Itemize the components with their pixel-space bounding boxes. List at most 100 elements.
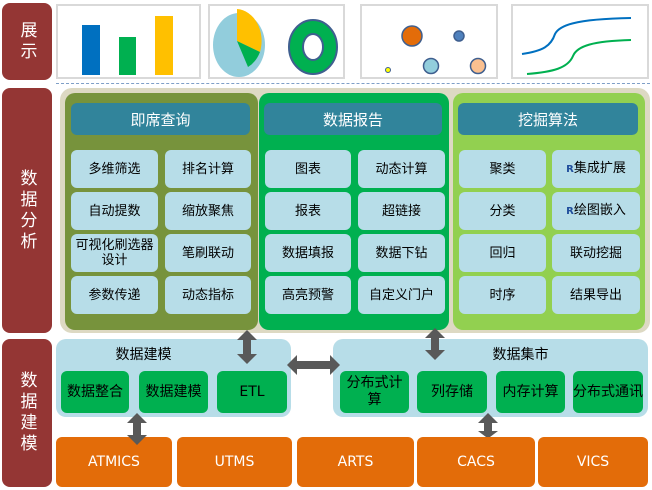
source-system: ATMICS [56, 437, 172, 487]
feature-text: 自定义门户 [368, 287, 434, 303]
feature-label: 图表 [295, 162, 321, 177]
header-adhoc-query: 即席查询 [71, 103, 250, 135]
feature-label: 数据填报 [282, 246, 334, 261]
source-system: UTMS [177, 437, 292, 487]
feature-text: 笔刷联动 [181, 245, 234, 261]
feature-text: 缩放聚焦 [181, 203, 234, 219]
feature-text: 结果导出 [569, 287, 622, 303]
bar-chart-thumbnail [56, 4, 201, 79]
modeling-item: ETL [217, 371, 287, 413]
data-mart-title: 数据集市 [492, 347, 549, 363]
feature-cell: 排名计算 [165, 150, 251, 188]
mart-item: 列存储 [417, 371, 487, 413]
feature-cell: 动态计算 [358, 150, 445, 188]
feature-text: 集成扩展 [573, 161, 626, 176]
feature-label: 笔刷联动 [182, 246, 234, 261]
double-arrow-icon [237, 330, 257, 364]
feature-text: 动态计算 [375, 161, 428, 177]
feature-text: 报表 [294, 203, 321, 219]
feature-label: 联动挖掘 [570, 246, 622, 261]
feature-cell: 时序 [459, 276, 546, 314]
feature-text: 高亮预警 [281, 287, 334, 303]
feature-label: 时序 [489, 288, 515, 303]
feature-label: 结果导出 [570, 288, 622, 303]
feature-label: 分类 [489, 204, 515, 219]
feature-label: 动态计算 [375, 162, 427, 177]
feature-label: 动态指标 [182, 288, 234, 303]
feature-text: 动态指标 [181, 287, 234, 303]
mart-item: 分布式通讯 [573, 371, 643, 413]
feature-text: 联动挖掘 [569, 245, 622, 261]
feature-text: 自动提数 [88, 203, 141, 219]
feature-label: 自动提数 [88, 204, 140, 219]
feature-label: R绘图嵌入 [566, 203, 626, 219]
feature-cell: 联动挖掘 [552, 234, 640, 272]
feature-text: 参数传递 [88, 287, 141, 303]
modeling-item: 数据整合 [61, 371, 129, 413]
bubble-chart-thumbnail [360, 4, 498, 79]
feature-label: 超链接 [382, 204, 421, 219]
feature-text: 排名计算 [181, 161, 234, 177]
mart-item: 分布式计算 [340, 371, 409, 413]
r-prefix: R [566, 206, 574, 217]
feature-cell: 可视化刷选器设计 [71, 234, 158, 272]
feature-cell: 超链接 [358, 192, 445, 230]
feature-label: 自定义门户 [369, 288, 434, 303]
feature-text: 数据填报 [281, 245, 334, 261]
feature-label: R集成扩展 [566, 161, 626, 177]
feature-cell: 多维筛选 [71, 150, 158, 188]
r-prefix: R [566, 164, 574, 175]
feature-label: 可视化刷选器设计 [74, 238, 155, 268]
pie-chart-thumbnail [208, 4, 345, 79]
feature-cell: 动态指标 [165, 276, 251, 314]
layer-label-display: 展示 [2, 3, 52, 80]
feature-cell: 聚类 [459, 150, 546, 188]
header-data-report: 数据报告 [264, 103, 442, 135]
feature-cell: R集成扩展 [552, 150, 640, 188]
feature-text: 回归 [489, 245, 516, 261]
source-system: VICS [538, 437, 648, 487]
layer-label-analysis: 数据分析 [2, 88, 52, 333]
feature-cell: 自动提数 [71, 192, 158, 230]
feature-cell: 高亮预警 [265, 276, 351, 314]
line-chart-thumbnail [511, 4, 649, 79]
double-arrow-icon [478, 413, 498, 437]
double-arrow-icon [287, 355, 340, 375]
feature-label: 高亮预警 [282, 288, 334, 303]
feature-text: 超链接 [381, 203, 421, 219]
feature-text: 图表 [294, 161, 321, 177]
header-mining: 挖掘算法 [458, 103, 638, 135]
source-system: CACS [417, 437, 535, 487]
double-arrow-icon [127, 413, 147, 445]
feature-cell: R绘图嵌入 [552, 192, 640, 230]
mart-item: 内存计算 [496, 371, 565, 413]
feature-text: 多维筛选 [88, 161, 141, 177]
feature-cell: 数据填报 [265, 234, 351, 272]
layer-label-modeling: 数据建模 [2, 339, 52, 487]
feature-label: 报表 [295, 204, 321, 219]
feature-label: 回归 [489, 246, 515, 261]
feature-text: 聚类 [489, 161, 516, 177]
divider [56, 83, 650, 84]
feature-cell: 数据下钻 [358, 234, 445, 272]
feature-cell: 缩放聚焦 [165, 192, 251, 230]
feature-cell: 结果导出 [552, 276, 640, 314]
feature-cell: 图表 [265, 150, 351, 188]
feature-label: 缩放聚焦 [182, 204, 234, 219]
feature-text: 分类 [489, 203, 516, 219]
feature-cell: 笔刷联动 [165, 234, 251, 272]
feature-cell: 分类 [459, 192, 546, 230]
modeling-item: 数据建模 [139, 371, 208, 413]
feature-label: 聚类 [489, 162, 515, 177]
source-system: ARTS [297, 437, 414, 487]
feature-text: 时序 [489, 287, 516, 303]
data-modeling-title: 数据建模 [115, 347, 172, 363]
feature-label: 参数传递 [88, 288, 140, 303]
feature-text: 数据下钻 [375, 245, 428, 261]
feature-text: 绘图嵌入 [573, 203, 626, 218]
feature-label: 排名计算 [182, 162, 234, 177]
feature-cell: 回归 [459, 234, 546, 272]
feature-cell: 报表 [265, 192, 351, 230]
double-arrow-icon [425, 328, 445, 360]
feature-cell: 自定义门户 [358, 276, 445, 314]
